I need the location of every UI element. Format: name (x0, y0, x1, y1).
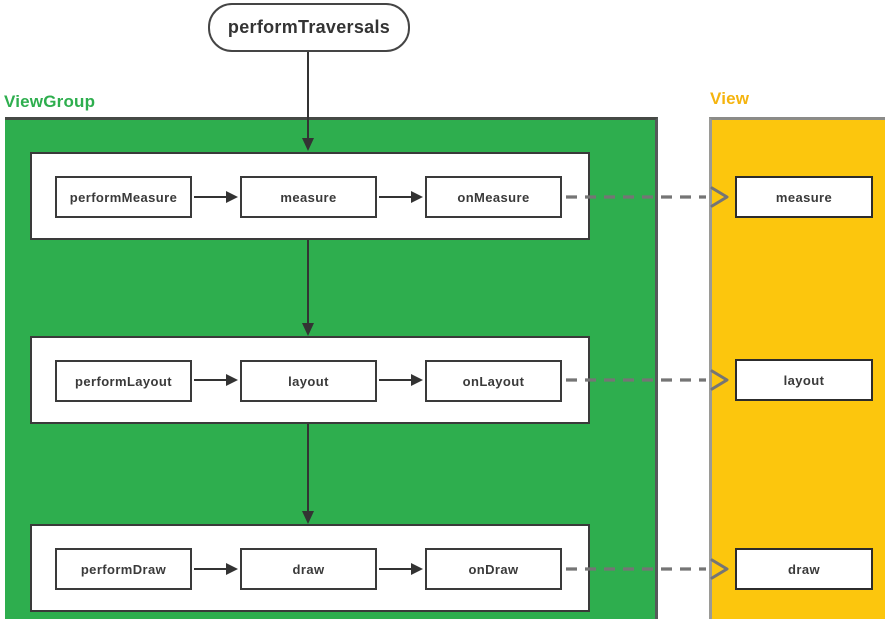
view-node-measure-label: measure (775, 189, 833, 205)
node-performLayout-label: performLayout (75, 373, 172, 389)
node-onMeasure-label: onMeasure (457, 189, 530, 205)
view-node-draw: draw (735, 548, 873, 590)
node-measure: measure (240, 176, 377, 218)
node-onMeasure: onMeasure (425, 176, 562, 218)
node-onLayout-label: onLayout (462, 373, 525, 389)
node-performMeasure-label: performMeasure (69, 189, 178, 205)
node-draw-label: draw (292, 561, 325, 577)
node-layout-label: layout (288, 373, 329, 389)
node-measure-label: measure (280, 189, 337, 205)
node-onDraw-label: onDraw (468, 561, 519, 577)
view-node-draw-label: draw (788, 561, 820, 577)
view-node-layout: layout (735, 359, 873, 401)
node-performMeasure: performMeasure (55, 176, 192, 218)
viewgroup-label: ViewGroup (4, 92, 96, 111)
node-performDraw-label: performDraw (80, 561, 167, 577)
node-onLayout: onLayout (425, 360, 562, 402)
node-layout: layout (240, 360, 377, 402)
node-onDraw: onDraw (425, 548, 562, 590)
node-performDraw: performDraw (55, 548, 192, 590)
perform-traversals-node: performTraversals (208, 3, 410, 52)
node-draw: draw (240, 548, 377, 590)
view-node-measure: measure (735, 176, 873, 218)
view-node-layout-label: layout (783, 372, 825, 388)
node-performLayout: performLayout (55, 360, 192, 402)
perform-traversals-label: performTraversals (227, 17, 391, 37)
draw-pass-row: performDraw draw onDraw (30, 524, 590, 612)
measure-pass-row: performMeasure measure onMeasure (30, 152, 590, 240)
layout-pass-row: performLayout layout onLayout (30, 336, 590, 424)
view-label: View (710, 89, 750, 108)
